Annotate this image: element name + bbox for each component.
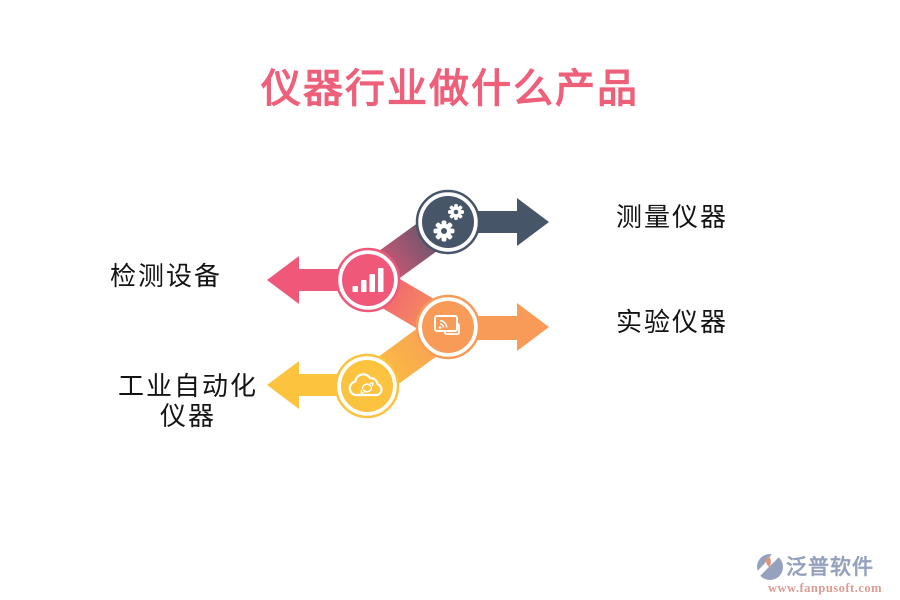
node-automation [334,353,400,419]
label-experiment-instruments: 实验仪器 [616,308,729,337]
arrow-testing [267,256,368,304]
label-industrial-automation: 工业自动化 仪器 [108,372,268,432]
node-experiment [415,294,481,360]
watermark-url: www.fanpusoft.com [768,581,883,595]
screen-cast-icon [434,315,460,335]
arrow-automation [267,361,367,409]
fanpu-logo-icon [755,552,783,580]
label-testing-equipment: 检测设备 [110,262,223,291]
bar-chart-icon [352,268,384,292]
page-title: 仪器行业做什么产品 [261,66,639,111]
label-industrial-automation-line2: 仪器 [159,402,216,431]
watermark-brand: 泛普软件 [786,555,874,579]
watermark: 泛普软件 www.fanpusoft.com [754,551,894,596]
label-industrial-automation-line1: 工业自动化 [117,372,258,401]
label-measuring-instruments: 测量仪器 [616,203,729,232]
cloud-sync-icon [348,373,383,397]
node-testing [335,247,401,313]
gears-icon [433,204,464,242]
node-measuring [415,189,481,255]
arrow-measuring [448,198,549,246]
